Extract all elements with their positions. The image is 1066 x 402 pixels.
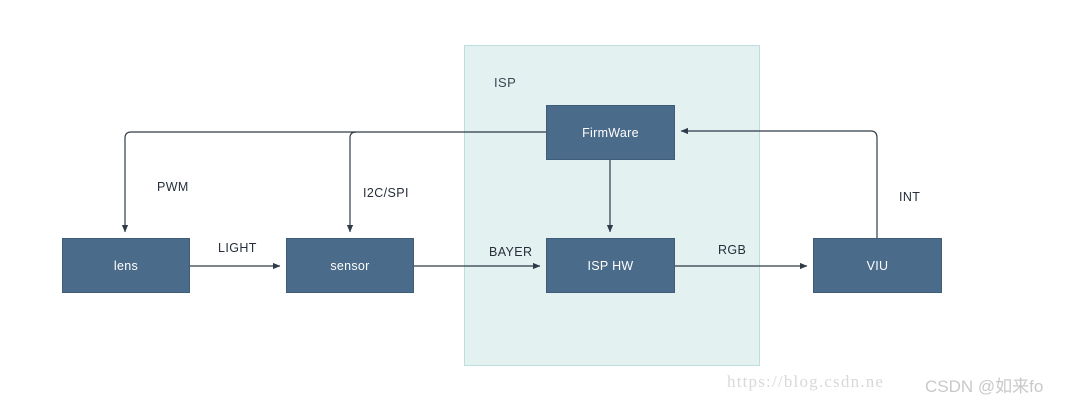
edge-label-pwm: PWM <box>157 180 189 194</box>
node-isp-hw[interactable]: ISP HW <box>546 238 675 293</box>
edge-label-int: INT <box>899 190 921 204</box>
isp-region-label: ISP <box>494 75 517 90</box>
node-lens[interactable]: lens <box>62 238 190 293</box>
edge-i2c-spi <box>346 131 357 233</box>
edge-label-light: LIGHT <box>218 241 257 255</box>
node-sensor[interactable]: sensor <box>286 238 414 293</box>
watermark-tag: CSDN @如来fo <box>925 377 1044 396</box>
edge-label-bayer: BAYER <box>489 245 533 259</box>
isp-region <box>464 45 760 366</box>
edge-label-rgb: RGB <box>718 243 747 257</box>
node-viu[interactable]: VIU <box>813 238 942 293</box>
edge-label-i2c-spi: I2C/SPI <box>363 186 409 200</box>
watermark-url: https://blog.csdn.ne <box>727 372 885 391</box>
node-firmware[interactable]: FirmWare <box>546 105 675 160</box>
